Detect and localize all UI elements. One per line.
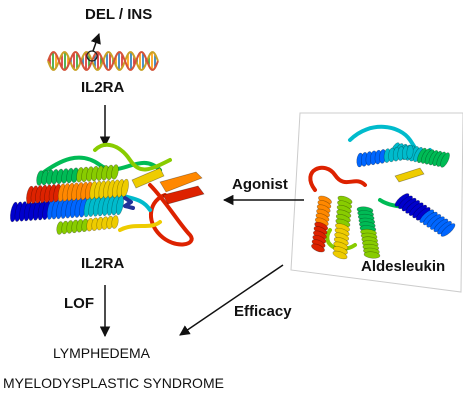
alpha-helix-yellow <box>332 195 353 260</box>
beta-sheet-arrow <box>394 167 425 183</box>
efficacy-label: Efficacy <box>234 303 292 320</box>
disease-myelodysplastic-syndrome: MYELODYSPLASTIC SYNDROME <box>3 375 224 391</box>
loop-ribbon <box>148 183 194 247</box>
alpha-helix-green <box>36 164 119 186</box>
dna-helix-illustration <box>47 51 159 71</box>
alpha-helix-cyan <box>356 144 414 168</box>
alpha-helix-red <box>26 178 129 205</box>
mutation-site-circle <box>86 50 98 62</box>
disease-lymphedema: LYMPHEDEMA <box>53 345 150 361</box>
alpha-helix-blue <box>10 194 124 223</box>
alpha-helix-green <box>356 206 381 259</box>
drug-label: Aldesleukin <box>361 258 446 275</box>
beta-sheet-arrow <box>162 185 205 205</box>
alpha-helix-red <box>311 195 332 253</box>
loop-ribbon <box>118 220 162 232</box>
loop-ribbon <box>325 228 357 251</box>
beta-sheet-arrow <box>159 171 203 193</box>
ligand-sticks <box>123 196 135 210</box>
loop-ribbon <box>93 142 172 172</box>
efficacy-arrow <box>179 264 284 336</box>
del-ins-label: DEL / INS <box>85 6 153 23</box>
dna-strand-b <box>47 51 159 71</box>
loop-ribbon <box>38 155 162 177</box>
beta-sheet-arrow <box>131 167 165 189</box>
aldesleukin-protein-structure <box>308 124 456 260</box>
loop-ribbon <box>308 165 367 192</box>
mutation-pointer-arrow <box>90 33 101 52</box>
il2ra-protein-structure <box>10 142 205 247</box>
lof-label: LOF <box>64 295 94 312</box>
alpha-helix-yellow <box>56 215 119 235</box>
protein-label: IL2RA <box>81 255 125 272</box>
agonist-label: Agonist <box>232 176 288 193</box>
alpha-helix-blue <box>394 193 456 237</box>
gene-label: IL2RA <box>81 79 125 96</box>
